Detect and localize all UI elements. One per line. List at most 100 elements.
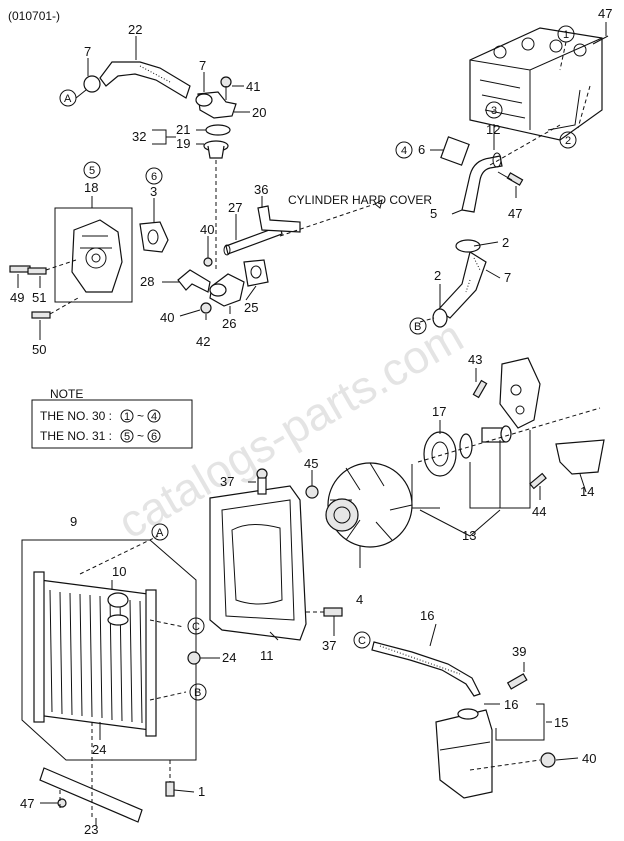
diagram-code: (010701-) [8,9,60,23]
callout-B-top: B [414,321,421,333]
upper-hose-23 [83,61,191,99]
water-pipe [440,136,503,213]
thermostat-cover-21 [195,91,237,119]
bolt-39 [506,673,528,690]
gasket-27 [243,259,269,287]
bypass-pipe-28 [223,205,301,256]
nut-43 [200,302,212,314]
bolt-42 [220,76,232,100]
part-number-25a: 24 [222,650,236,665]
part-number-43: 42 [196,334,210,349]
thermostat-20 [203,140,229,159]
part-number-51: 51 [32,290,46,305]
nut-25 [187,651,201,665]
part-number-32: 32 [132,129,146,144]
callouts: A B A C B C 1 2 3 4 5 6 [59,25,577,701]
bolts-49-51-50 [9,259,79,319]
part-number-8a: 7 [84,44,91,59]
bolt-48 [57,798,67,808]
note-box: NOTE THE NO. 30 : 1 ~ 4 THE NO. 31 : 5 ~… [31,387,193,449]
bolt-44b [472,379,488,399]
bracket-44 [499,357,541,429]
nut-40 [540,752,556,768]
part-number-4: 4 [356,592,363,607]
part-number-12: 12 [486,122,500,137]
part-number-37b: 37 [322,638,336,653]
part-number-28: 27 [228,200,242,215]
part-number-17: 16 [420,608,434,623]
note-line-2: THE NO. 31 : [40,429,112,443]
part-number-10: 10 [112,564,126,579]
bracket-14 [555,439,605,475]
part-number-15: 15 [554,715,568,730]
part-numbers: 22 7 7 41 20 32 21 19 36 27 40 28 40 26 … [10,6,612,837]
part-number-42: 41 [246,79,260,94]
note-line-1: THE NO. 30 : [40,409,112,423]
part-number-39: 39 [512,644,526,659]
part-number-14: 14 [580,484,594,499]
part-number-16: 16 [504,697,518,712]
bolt-37-bottom [306,607,343,617]
part-number-8b: 7 [199,58,206,73]
callout-3: 3 [491,105,497,117]
svg-text:4: 4 [151,411,157,423]
callout-4: 4 [401,145,407,157]
svg-text:~: ~ [137,429,144,443]
part-number-29: 28 [140,274,154,289]
bolt-37-top [256,468,268,495]
part-number-47a: 47 [598,6,612,21]
gasket-22 [205,124,231,136]
part-number-2a: 2 [502,235,509,250]
hose-17 [371,641,481,697]
pulley-18 [423,425,512,477]
part-number-49: 49 [10,290,24,305]
part-number-36: 36 [254,182,268,197]
part-number-24: 23 [84,822,98,837]
gasket-3 [139,221,169,253]
part-number-11: 11 [260,648,274,663]
part-number-40: 40 [582,751,596,766]
nut-46 [305,485,319,499]
note-title: NOTE [50,387,83,401]
stud-41-top [203,257,213,267]
reservoir-tank-15 [435,708,493,799]
callout-6: 6 [151,171,157,183]
callout-A-top: A [64,93,72,105]
part-number-41a: 40 [200,222,214,237]
part-number-45: 44 [532,504,546,519]
water-inlet-26 [209,273,245,307]
bolt-45 [529,472,547,490]
callout-1: 1 [563,29,569,41]
svg-text:6: 6 [151,431,157,443]
part-number-18: 17 [432,404,446,419]
part-number-2b: 2 [434,268,441,283]
part-number-21: 20 [252,105,266,120]
part-number-50: 50 [32,342,46,357]
part-number-47b: 47 [508,206,522,221]
callout-B-rad: B [194,687,201,699]
part-number-27: 25 [244,300,258,315]
cylinder-head [469,27,603,141]
part-number-5: 5 [430,206,437,221]
part-number-19: 18 [84,180,98,195]
part-number-41b: 40 [160,310,174,325]
number-leaders [17,22,607,826]
part-number-20: 19 [176,136,190,151]
part-number-6: 6 [418,142,425,157]
part-number-1: 1 [198,784,205,799]
part-number-22: 21 [176,122,190,137]
part-number-13: 13 [462,528,476,543]
bracket-24 [39,767,143,823]
part-number-23: 22 [128,22,142,37]
part-number-44: 43 [468,352,482,367]
radiator-9 [21,539,197,761]
callout-C-hose: C [358,635,366,647]
callout-5: 5 [89,165,95,177]
callout-C-rad: C [192,621,200,633]
fan-blade-4 [325,462,413,548]
part-number-7: 7 [504,270,511,285]
part-number-48: 47 [20,796,34,811]
part-number-25b: 24 [92,742,106,757]
water-pump-19 [54,207,133,303]
